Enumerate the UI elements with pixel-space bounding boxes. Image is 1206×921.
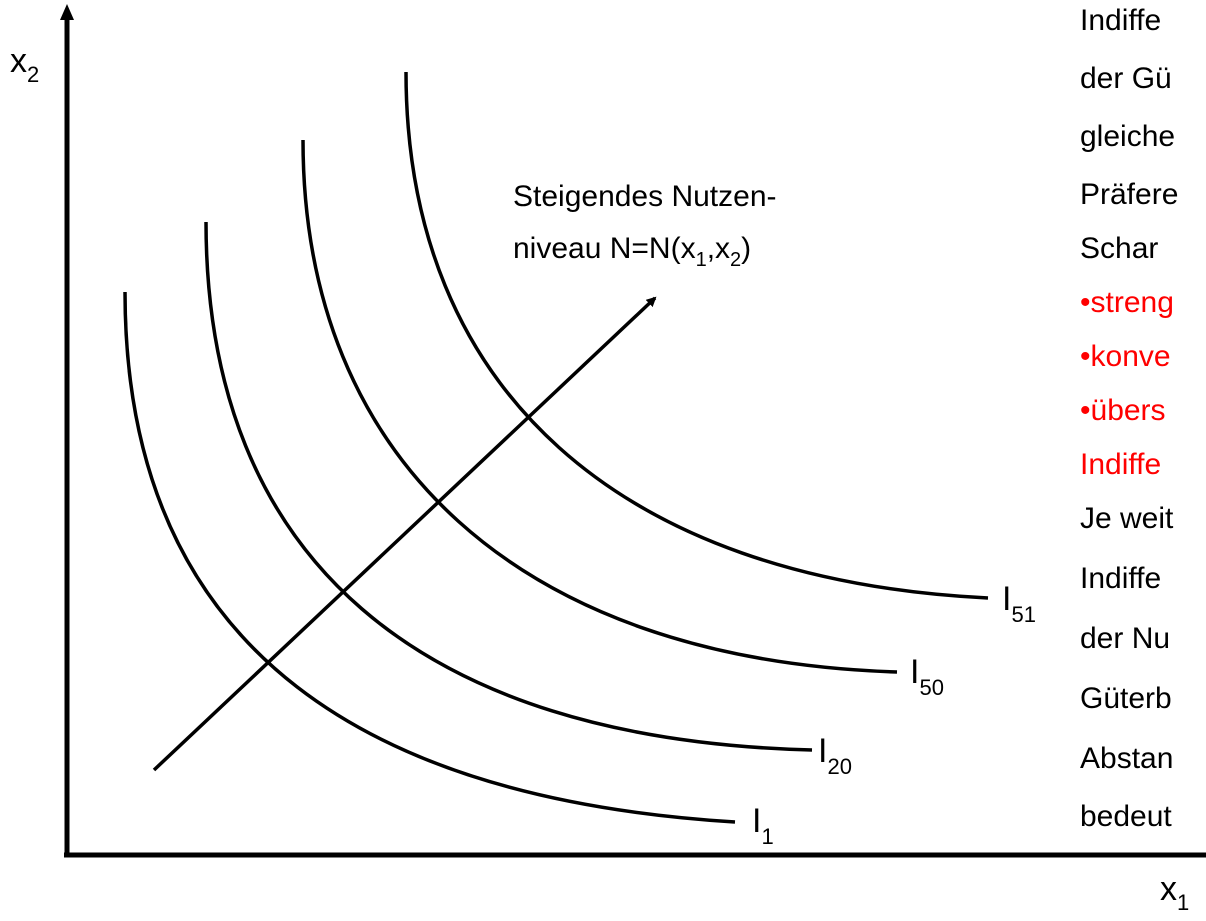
text-panel-line: Güterb [1080,682,1172,715]
text-panel-line: •übers [1080,394,1166,427]
text-panel-line: Präfere [1080,178,1178,211]
text-panel-line: gleiche [1080,120,1175,153]
x-axis-label: x1 [1160,870,1189,915]
text-panel-line: Indiffe [1080,448,1161,481]
text-panel-line: •streng [1080,286,1174,319]
text-panel-line: •konve [1080,340,1171,373]
curve-label-i50: I50 [910,653,944,700]
text-panel-line: bedeut [1080,800,1172,833]
curve-label-i1: I1 [752,802,774,849]
y-axis-label: x2 [10,42,39,87]
indifference-curve-i20 [204,221,813,752]
text-panel-line: Abstan [1080,742,1173,775]
text-panel: Indiffe der Gü gleiche Präfere Schar •st… [1080,4,1178,833]
indifference-curve-i50 [301,139,898,674]
text-panel-line: der Nu [1080,622,1170,655]
arrow-label-line1: Steigendes Nutzen- [513,180,777,213]
y-axis-arrowhead [60,4,74,20]
text-panel-line: Schar [1080,232,1158,265]
rising-utility-arrow [152,296,657,772]
indifference-curve-i1 [123,291,736,824]
indifference-curve-i51 [404,71,989,600]
text-panel-line: Je weit [1080,502,1174,535]
curve-label-i20: I20 [818,732,852,779]
curve-label-i51: I51 [1002,580,1036,627]
arrow-label-line2: niveau N=N(x1,x2) [513,232,751,271]
text-panel-line: der Gü [1080,62,1172,95]
text-panel-line: Indiffe [1080,4,1161,37]
text-panel-line: Indiffe [1080,562,1161,595]
